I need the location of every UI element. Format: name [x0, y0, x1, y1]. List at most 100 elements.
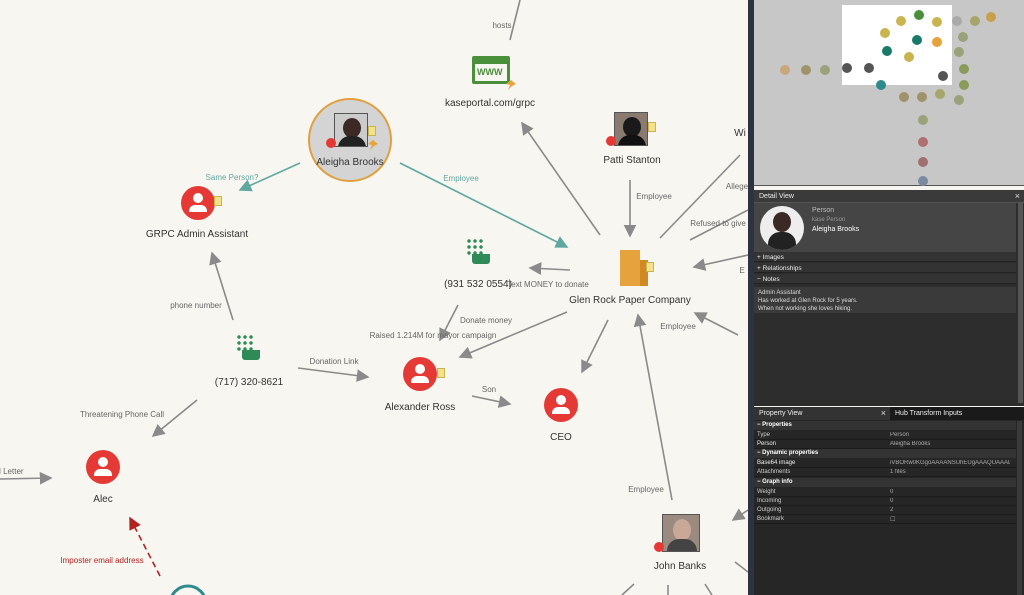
- patti-photo: [614, 112, 648, 146]
- keypad-icon: [236, 334, 254, 352]
- edge-son[interactable]: [471, 395, 512, 408]
- label-patti: Patti Stanton: [603, 155, 661, 166]
- edge-donation-link[interactable]: [297, 367, 370, 382]
- label-alec: Alec: [93, 494, 113, 505]
- detail-avatar: [760, 206, 804, 250]
- prop-row-bookmark[interactable]: Bookmark☐: [754, 515, 1016, 524]
- edge-phone-number[interactable]: [209, 251, 234, 321]
- prop-row-attachments[interactable]: Attachments 1 files: [754, 468, 1016, 477]
- mini-node: [986, 12, 996, 22]
- section-images[interactable]: + Images: [754, 252, 1016, 262]
- edge-employee-right[interactable]: [693, 312, 739, 336]
- tab-property-view[interactable]: Property View ×: [754, 407, 890, 420]
- label-kaseportal: kaseportal.com/grpc: [444, 98, 536, 109]
- node-ceo[interactable]: [544, 388, 578, 422]
- label-phone2: (717) 320-8621: [214, 377, 284, 388]
- edge-label-threatening: Threatening Phone Call: [79, 410, 165, 419]
- mini-node: [958, 32, 968, 42]
- edge-label-employee-john: Employee: [628, 485, 664, 494]
- edge-threatening[interactable]: [151, 399, 198, 438]
- label-alexander: Alexander Ross: [384, 402, 456, 413]
- mini-node: [917, 92, 927, 102]
- mini-node: [959, 64, 969, 74]
- prop-value[interactable]: 1 files: [890, 469, 906, 475]
- edge-hosts[interactable]: [509, 0, 521, 41]
- prop-key: Base64 image: [757, 460, 796, 466]
- detail-summary: Person kase Person Aleigha Brooks: [754, 203, 1016, 253]
- edge-refused[interactable]: [689, 209, 748, 241]
- edge-label-employee-right: Employee: [660, 322, 696, 331]
- property-scrollbar[interactable]: [1017, 421, 1022, 595]
- prop-value: 2: [890, 507, 894, 513]
- property-close-icon[interactable]: ×: [880, 408, 886, 418]
- edge-john-right[interactable]: [731, 508, 748, 521]
- edge-e-partial[interactable]: [692, 254, 748, 271]
- detail-close-icon[interactable]: ×: [1014, 191, 1020, 201]
- prop-value[interactable]: Aleigha Brooks: [890, 441, 931, 447]
- edge-label-employee-aleigha: Employee: [443, 174, 479, 183]
- prop-key: Attachments: [757, 469, 791, 475]
- mini-node: [938, 71, 948, 81]
- prop-key: Outgoing: [757, 507, 782, 513]
- edge-label-alleg: Allege: [725, 182, 748, 191]
- mini-node: [899, 92, 909, 102]
- edge-same-person[interactable]: [238, 162, 301, 192]
- graph-canvas[interactable]: WWW kaseportal.com/grpc Aleigha Brooks P…: [0, 0, 748, 595]
- edge-glen-to-alex[interactable]: [458, 311, 568, 359]
- node-glenrock[interactable]: [620, 250, 656, 286]
- prop-row-base64[interactable]: Base64 image iVBORw0KGgoAAAANSUhEUgAAAQUA…: [754, 459, 1016, 468]
- node-alexander[interactable]: [403, 357, 437, 391]
- note-line: Admin Assistant: [758, 290, 801, 296]
- edge-john-right2[interactable]: [734, 561, 748, 573]
- section-dynamic[interactable]: − Dynamic properties: [754, 449, 1016, 458]
- detail-scrollbar[interactable]: [1018, 203, 1023, 403]
- node-grpc-admin[interactable]: [181, 186, 215, 220]
- person-icon: [193, 193, 203, 203]
- edge-bottom-a[interactable]: [621, 583, 635, 595]
- node-aleigha-selected[interactable]: [308, 98, 392, 182]
- node-john[interactable]: [654, 514, 708, 554]
- mini-node: [864, 63, 874, 73]
- partial-node-bottom[interactable]: [170, 584, 206, 595]
- edge-son-ceo[interactable]: [581, 319, 609, 374]
- edge-donate-money[interactable]: [439, 304, 459, 342]
- section-properties[interactable]: − Properties: [754, 421, 1016, 430]
- label-grpc-admin: GRPC Admin Assistant: [145, 229, 249, 240]
- edge-label-son: Son: [481, 385, 497, 394]
- edge-employee-john[interactable]: [633, 313, 673, 501]
- detail-view-title: Detail View: [759, 193, 794, 200]
- section-notes[interactable]: − Notes: [754, 274, 1016, 284]
- node-alec[interactable]: [86, 450, 120, 484]
- node-phone1[interactable]: [466, 238, 492, 270]
- prop-value[interactable]: iVBORw0KGgoAAAANSUhEUgAAAQUAAADi: [890, 460, 1010, 466]
- detail-view-header: Detail View ×: [754, 190, 1024, 203]
- edge-letter[interactable]: [0, 471, 53, 485]
- edge-imposter[interactable]: [129, 516, 161, 577]
- aleigha-photo: [334, 113, 368, 147]
- www-icon: WWW: [472, 56, 510, 84]
- node-phone2[interactable]: [236, 334, 262, 366]
- edge-bottom-c[interactable]: [704, 583, 713, 595]
- prop-value: Person: [890, 432, 910, 438]
- bookmark-checkbox[interactable]: ☐: [890, 517, 896, 523]
- graph-overview[interactable]: [754, 0, 1024, 186]
- edge-employee-grpc[interactable]: [521, 121, 601, 236]
- panel-splitter[interactable]: [748, 0, 754, 595]
- node-kaseportal[interactable]: WWW: [472, 56, 516, 90]
- edge-label-refused: Refused to give: [690, 219, 746, 228]
- node-patti[interactable]: [606, 110, 656, 150]
- note-icon: [646, 262, 654, 272]
- mini-node: [918, 157, 928, 167]
- edge-employee-aleigha[interactable]: [399, 162, 569, 248]
- person-type-icon: [606, 136, 616, 146]
- person-icon: [556, 395, 566, 405]
- mini-node: [918, 137, 928, 147]
- edge-alleg[interactable]: [659, 154, 741, 239]
- edge-label-donate-money: Donate money: [459, 316, 513, 325]
- edge-text-money[interactable]: [528, 262, 571, 275]
- tab-hub-transform[interactable]: Hub Transform Inputs: [890, 407, 1024, 420]
- section-graph-info[interactable]: − Graph info: [754, 478, 1016, 487]
- section-relationships[interactable]: + Relationships: [754, 263, 1016, 273]
- label-wi-partial: Wi: [734, 128, 746, 139]
